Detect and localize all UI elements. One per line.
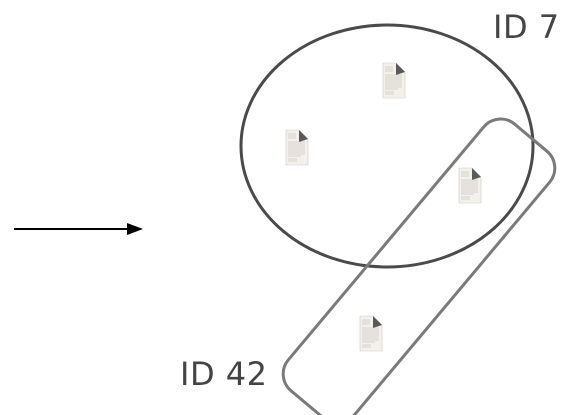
document-icon xyxy=(382,62,406,99)
document-icon xyxy=(359,315,383,352)
arrow-right-icon xyxy=(14,223,143,235)
document-icon xyxy=(285,129,309,166)
cluster-label-id-42: ID 42 xyxy=(180,355,268,393)
cluster-ellipse xyxy=(239,23,535,269)
cluster-label-id-7: ID 7 xyxy=(493,8,560,46)
cluster-rectangle xyxy=(281,117,557,415)
document-icon xyxy=(458,167,482,204)
